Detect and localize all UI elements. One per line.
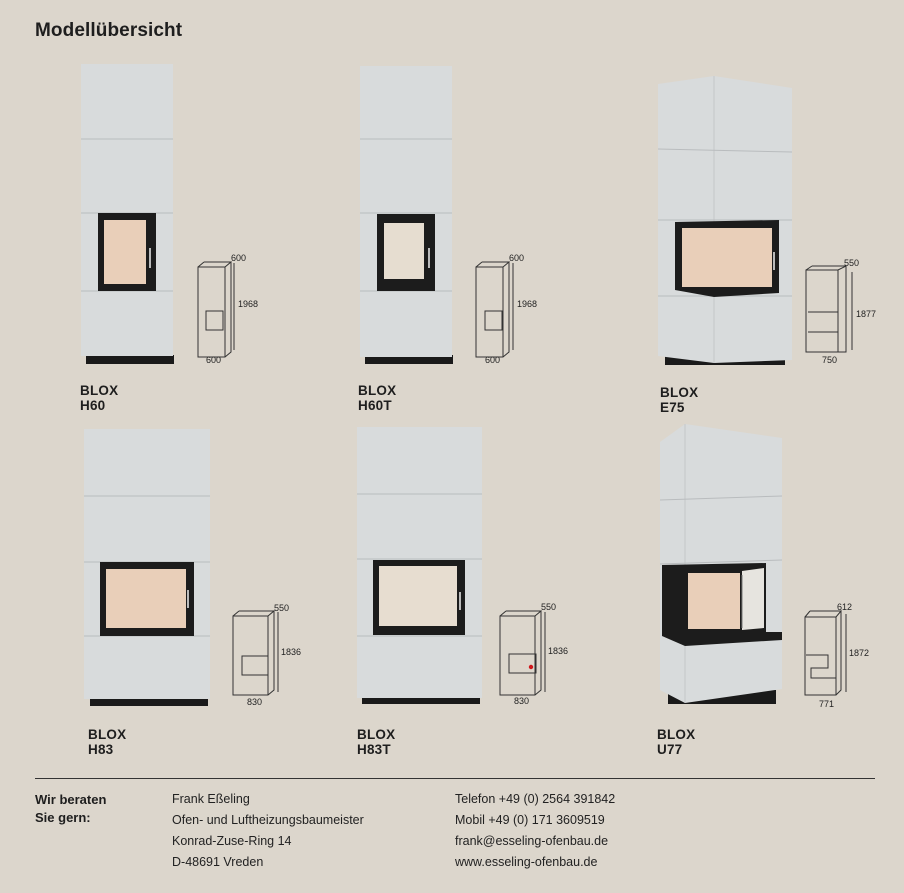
red-dot-icon (528, 664, 534, 670)
model-name: BLOX H83T (357, 727, 396, 757)
contact-city: D-48691 Vreden (172, 855, 264, 869)
footer-label: Wir beraten Sie gern: (35, 791, 106, 827)
footer-label-line1: Wir beraten (35, 792, 107, 807)
footer-divider (35, 778, 875, 779)
contact-phone: Telefon +49 (0) 2564 391842 (455, 792, 616, 806)
model-name: BLOX U77 (657, 727, 696, 757)
footer-label-line2: Sie gern: (35, 810, 91, 825)
contact-name: Frank Eßeling (172, 792, 250, 806)
contact-website[interactable]: www.esseling-ofenbau.de (455, 855, 598, 869)
model-name: BLOX E75 (660, 385, 699, 415)
model-name: BLOX H83 (88, 727, 127, 757)
contact-address: Frank Eßeling Ofen- und Luftheizungsbaum… (172, 789, 364, 873)
model-name: BLOX H60 (80, 383, 119, 413)
page-title: Modellübersicht (35, 20, 183, 41)
contact-street: Konrad-Zuse-Ring 14 (172, 834, 292, 848)
contact-channels: Telefon +49 (0) 2564 391842 Mobil +49 (0… (455, 789, 615, 873)
contact-mobile: Mobil +49 (0) 171 3609519 (455, 813, 605, 827)
contact-email[interactable]: frank@esseling-ofenbau.de (455, 834, 609, 848)
contact-title: Ofen- und Luftheizungsbaumeister (172, 813, 364, 827)
model-name: BLOX H60T (358, 383, 397, 413)
